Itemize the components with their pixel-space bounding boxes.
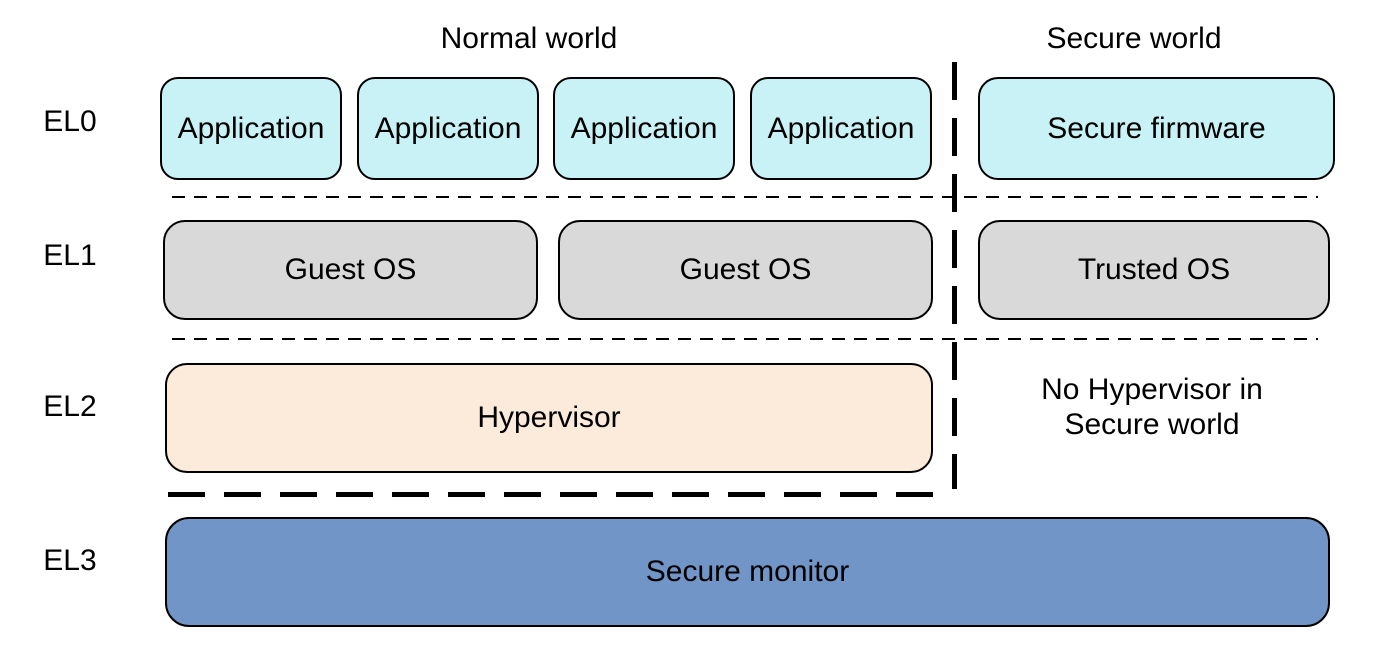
el1-label: EL1	[43, 239, 97, 272]
application-box: Application	[553, 77, 735, 180]
world-divider-dashed-line	[952, 62, 957, 489]
normal-world-header: Normal world	[440, 22, 618, 55]
guest-os-box: Guest OS	[163, 220, 538, 320]
application-box: Application	[160, 77, 342, 180]
guest-os-box: Guest OS	[558, 220, 933, 320]
el3-label: EL3	[43, 544, 97, 577]
el0-el1-dashed-separator	[172, 196, 1318, 198]
el1-el2-dashed-separator	[172, 338, 1318, 340]
el2-el3-dashed-separator	[168, 492, 940, 497]
secure-monitor-box: Secure monitor	[165, 517, 1330, 627]
hypervisor-box: Hypervisor	[165, 363, 933, 473]
no-hypervisor-note: No Hypervisor in Secure world	[1041, 373, 1263, 441]
secure-firmware-box: Secure firmware	[978, 77, 1335, 180]
el2-label: EL2	[43, 390, 97, 423]
application-box: Application	[750, 77, 932, 180]
trusted-os-box: Trusted OS	[978, 220, 1330, 320]
el0-label: EL0	[43, 105, 97, 138]
application-box: Application	[357, 77, 539, 180]
secure-world-header: Secure world	[1046, 22, 1222, 55]
